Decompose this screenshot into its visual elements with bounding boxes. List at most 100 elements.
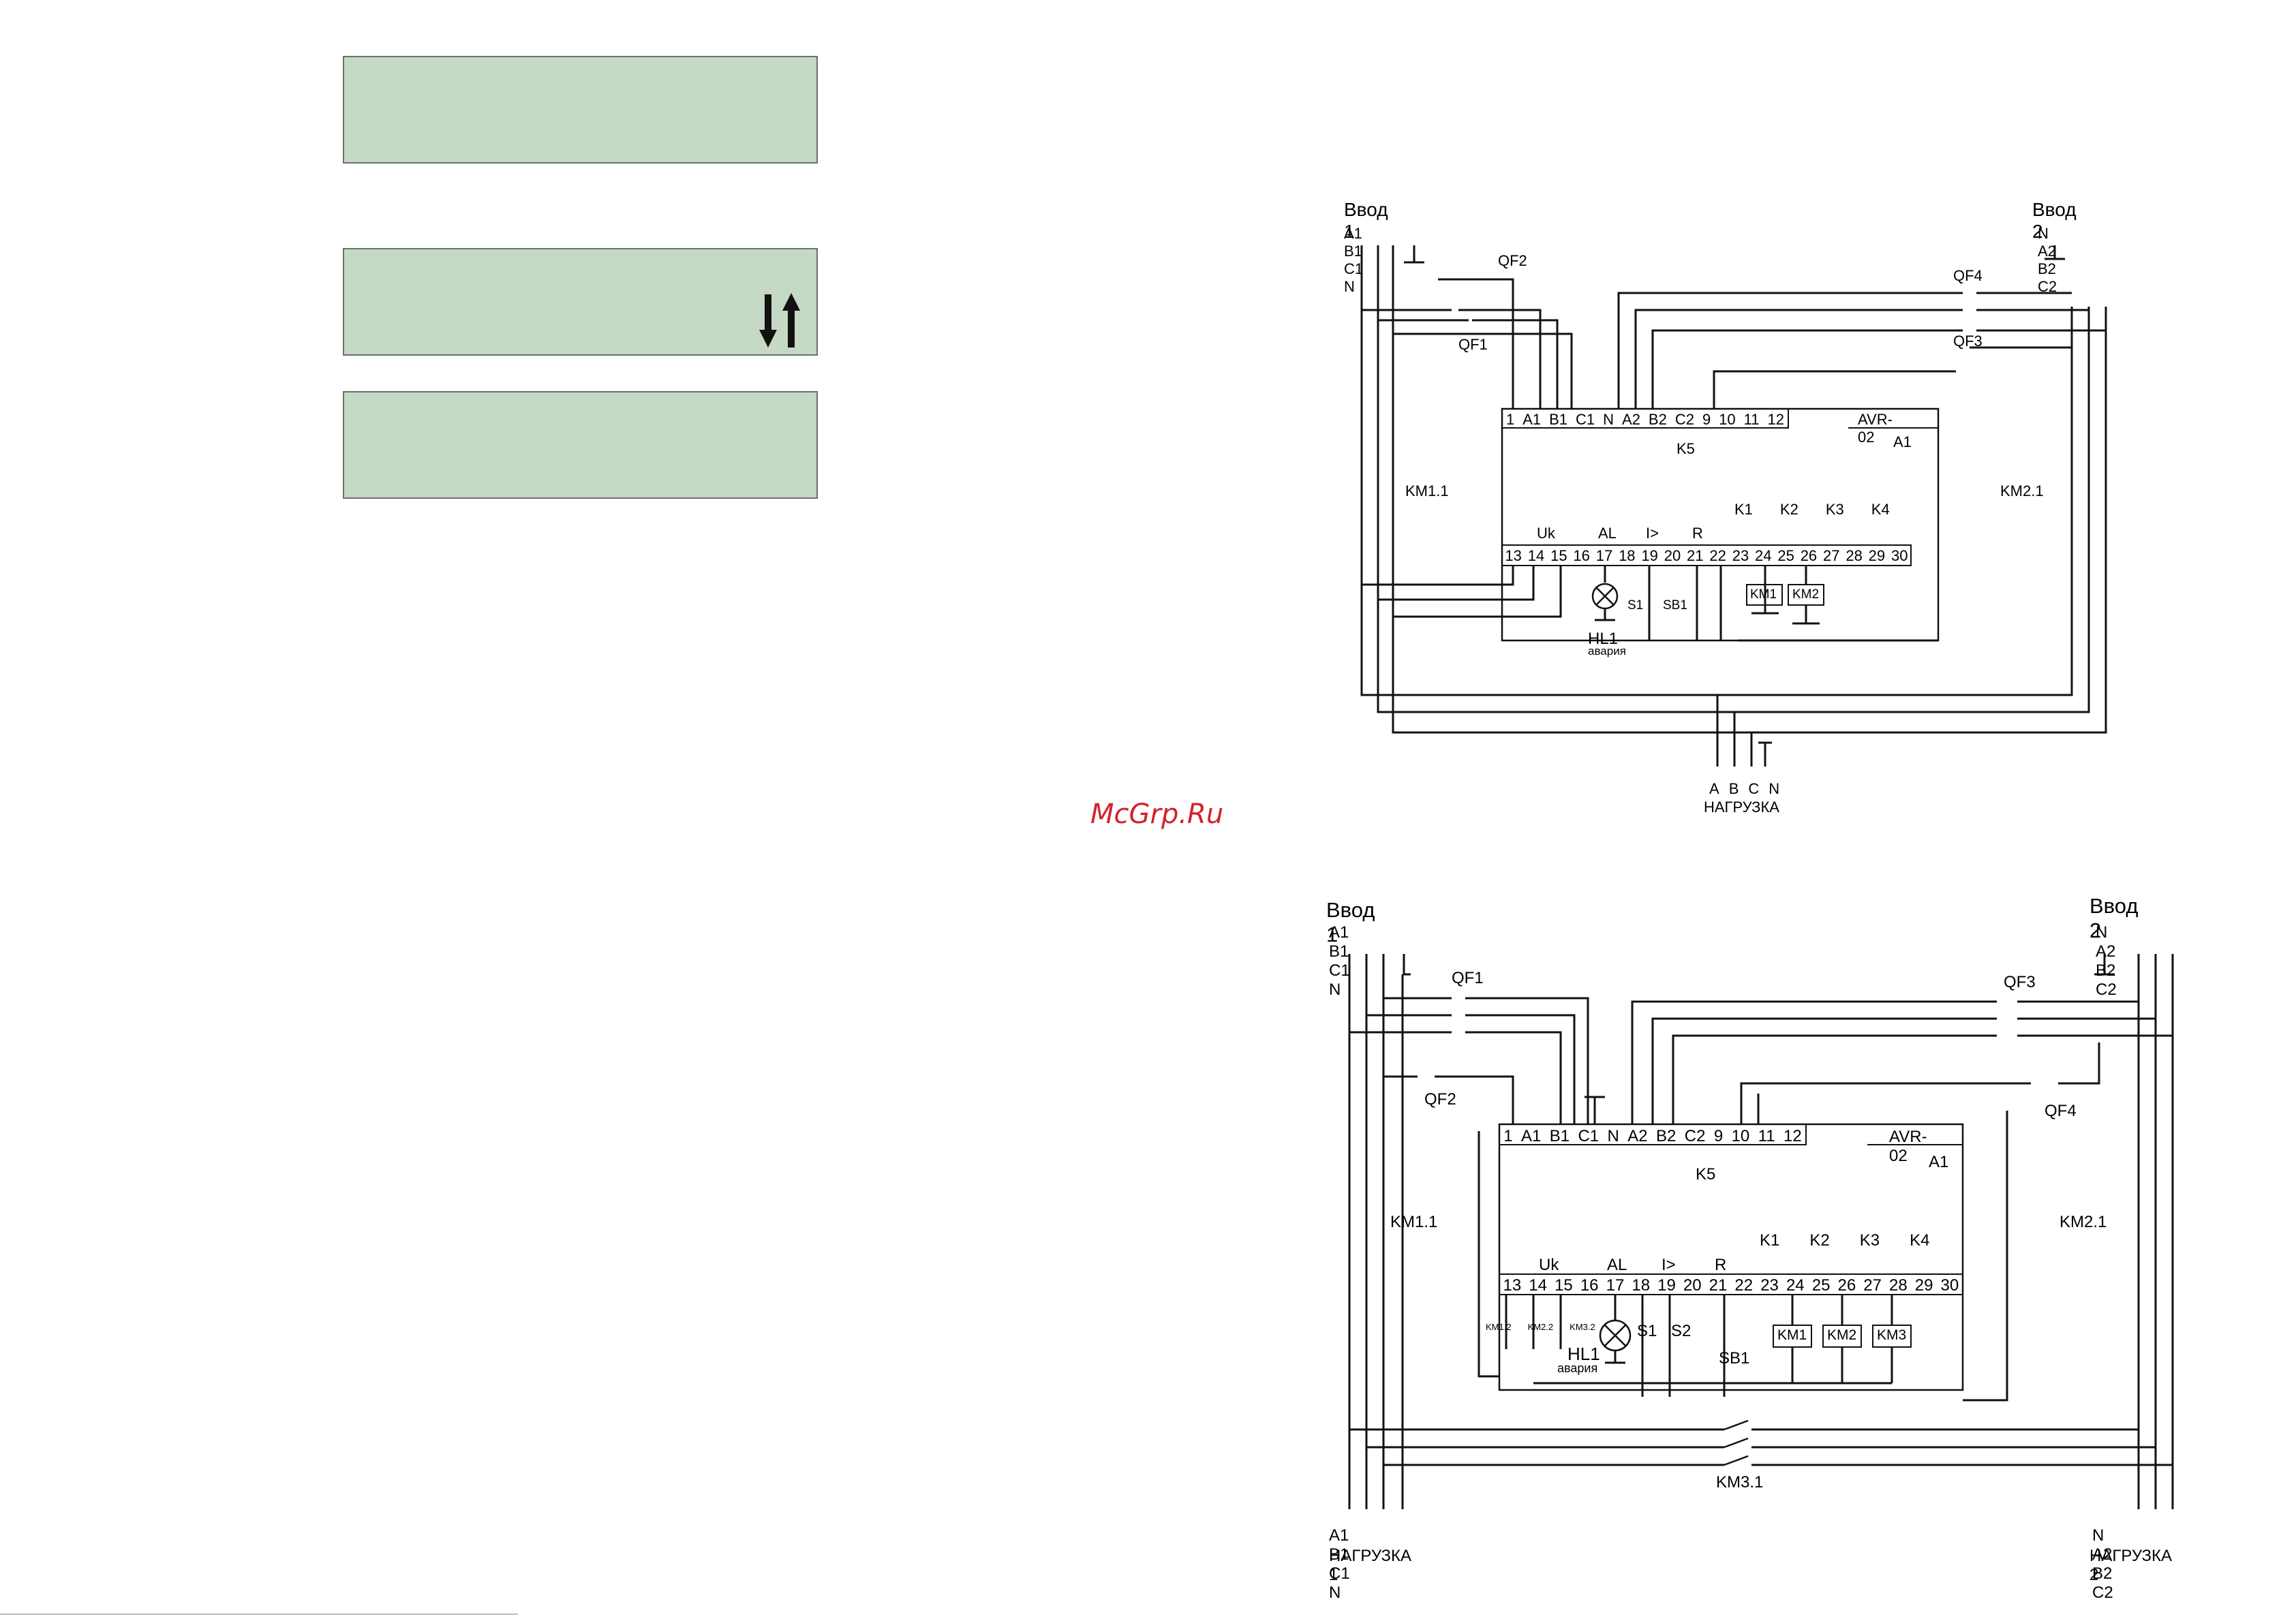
- terminal-label: 15: [1550, 547, 1567, 564]
- diagram-2: [1348, 954, 2174, 1509]
- terminal-label: 12: [1767, 411, 1784, 428]
- breaker-qf1: QF1: [1452, 969, 1484, 987]
- contactor-km2-1: KM2.1: [2000, 482, 2044, 499]
- terminal-label: 19: [1641, 547, 1658, 564]
- button-sb1: SB1: [1663, 598, 1687, 613]
- terminal-label: B2: [2096, 961, 2116, 980]
- group-al: AL: [1607, 1256, 1627, 1274]
- diagram-1: [1360, 245, 2107, 767]
- breaker-qf4: QF4: [1953, 267, 1983, 284]
- terminal-label: C2: [1684, 1127, 1706, 1145]
- relay-k4: K4: [1910, 1231, 1930, 1250]
- top-terminal-strip: 1 A1 B1 C1 N A2 B2 C2 9 10 11 12: [1499, 1127, 1806, 1146]
- lamp-hl1: HL1: [1567, 1344, 1600, 1364]
- lamp-caption: авария: [1588, 645, 1626, 658]
- page-bottom-rule: [0, 1613, 518, 1615]
- lcd-display-3: [343, 391, 818, 499]
- relay-labels: K1 K2 K3 K4: [1734, 501, 1890, 519]
- aux-contact-labels: KM1.2 KM2.2 KM3.2: [1486, 1322, 1595, 1332]
- terminal-label: 21: [1687, 547, 1704, 564]
- breaker-qf1: QF1: [1458, 336, 1488, 353]
- watermark: McGrp.Ru: [1090, 799, 1224, 830]
- terminal-label: B1: [1329, 1545, 1349, 1564]
- terminal-label: N: [1329, 980, 1341, 999]
- terminal-label: 10: [1731, 1127, 1750, 1145]
- aux-km3-2: KM3.2: [1570, 1322, 1595, 1332]
- terminal-label: N: [1329, 1583, 1341, 1602]
- terminal-label: C: [1748, 780, 1760, 797]
- up-down-arrows-icon: [759, 293, 800, 347]
- switch-s1: S1: [1637, 1322, 1657, 1340]
- input-2-title: Ввод 2: [2032, 199, 2077, 242]
- terminal-label: N: [2038, 225, 2049, 242]
- terminal-label: C1: [1578, 1127, 1599, 1145]
- coil-km1: KM1: [1750, 587, 1777, 602]
- terminal-label: 27: [1823, 547, 1840, 564]
- input-1-title: Ввод 1: [1326, 898, 1375, 946]
- terminal-label: 28: [1846, 547, 1863, 564]
- terminal-label: 30: [1891, 547, 1908, 564]
- terminal-label: 21: [1709, 1276, 1728, 1295]
- terminal-label: 24: [1755, 547, 1772, 564]
- terminal-label: B1: [1549, 411, 1568, 428]
- relay-k2: K2: [1809, 1231, 1830, 1250]
- terminal-label: 24: [1786, 1276, 1805, 1295]
- device-model: AVR-02: [1889, 1128, 1927, 1165]
- terminal-label: 20: [1664, 547, 1681, 564]
- terminal-label: C2: [1674, 411, 1694, 428]
- terminal-label: C2: [2092, 1583, 2113, 1602]
- terminal-label: 9: [1702, 411, 1711, 428]
- relay-k2: K2: [1779, 501, 1798, 518]
- breaker-qf3: QF3: [2004, 973, 2036, 991]
- bottom-terminal-strip: 13 14 15 16 17 18 19 20 21 22 23 24 25 2…: [1499, 1276, 1963, 1295]
- terminal-label: A1: [1520, 1127, 1542, 1145]
- terminal-label: B1: [1344, 243, 1362, 260]
- breaker-qf4: QF4: [2045, 1102, 2077, 1120]
- terminal-label: 29: [1868, 547, 1886, 564]
- group-i: I>: [1662, 1256, 1676, 1274]
- terminal-label: B: [1728, 780, 1739, 797]
- breaker-qf2: QF2: [1498, 252, 1527, 269]
- terminal-label: 26: [1800, 547, 1818, 564]
- input-1-title: Ввод 1: [1344, 199, 1388, 242]
- terminal-label: A2: [1627, 1127, 1648, 1145]
- terminal-label: N: [1769, 780, 1780, 797]
- terminal-label: B1: [1329, 942, 1349, 961]
- terminal-label: 23: [1732, 547, 1749, 564]
- terminal-label: A1: [1522, 411, 1542, 428]
- relay-k4: K4: [1871, 501, 1890, 518]
- terminal-label: A2: [2038, 243, 2056, 260]
- bottom-terminal-strip: 13 14 15 16 17 18 19 20 21 22 23 24 25 2…: [1502, 547, 1911, 565]
- terminal-label: 30: [1940, 1276, 1959, 1295]
- terminal-label: 17: [1606, 1276, 1625, 1295]
- terminal-label: A2: [2096, 942, 2116, 961]
- button-sb1: SB1: [1719, 1349, 1750, 1367]
- terminal-label: 22: [1734, 1276, 1754, 1295]
- terminal-label: C1: [1329, 1564, 1350, 1583]
- terminal-label: B2: [1648, 411, 1667, 428]
- load-2-terminals: N A2 B2 C2: [2092, 1526, 2113, 1603]
- terminal-label: 27: [1863, 1276, 1882, 1295]
- terminal-label: A1: [1344, 225, 1362, 242]
- terminal-label: 26: [1837, 1276, 1856, 1295]
- terminal-label: 23: [1760, 1276, 1779, 1295]
- load-1-title: НАГРУЗКА 1: [1329, 1547, 1412, 1584]
- terminal-label: 17: [1595, 547, 1613, 564]
- terminal-label: 15: [1555, 1276, 1573, 1295]
- coil-km2: KM2: [1827, 1327, 1857, 1343]
- device-model: AVR-02: [1858, 411, 1893, 446]
- relay-k1: K1: [1760, 1231, 1780, 1250]
- device-ref: A1: [1893, 433, 1912, 450]
- group-r: R: [1715, 1256, 1727, 1274]
- terminal-label: N: [2092, 1526, 2104, 1545]
- relay-k1: K1: [1734, 501, 1753, 518]
- terminal-label: N: [2096, 923, 2108, 942]
- terminal-label: 1: [1503, 1127, 1513, 1145]
- terminal-label: 11: [1743, 411, 1760, 428]
- terminal-label: 20: [1683, 1276, 1702, 1295]
- relay-labels: K1 K2 K3 K4: [1760, 1231, 1929, 1250]
- contactor-km1-1: KM1.1: [1390, 1213, 1438, 1231]
- terminal-label: A1: [1329, 923, 1349, 942]
- terminal-label: C2: [2038, 278, 2057, 295]
- switch-s1: S1: [1627, 598, 1644, 613]
